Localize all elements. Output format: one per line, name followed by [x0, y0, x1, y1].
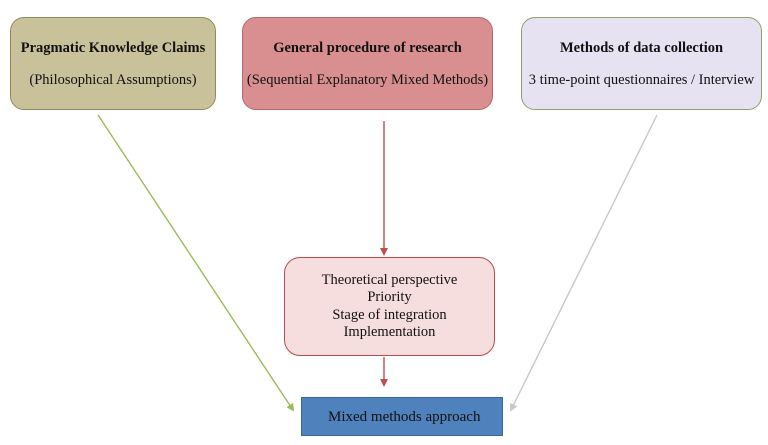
- arrow-pragmatic-to-result: [97, 114, 295, 412]
- procedure-subtitle: (Sequential Explanatory Mixed Methods): [246, 71, 489, 88]
- methods-of-data-collection-box: Methods of data collection 3 time-point …: [521, 17, 762, 110]
- pragmatic-subtitle: (Philosophical Assumptions): [29, 71, 197, 88]
- result-label: Mixed methods approach: [328, 408, 481, 425]
- step-implementation: Implementation: [343, 324, 436, 340]
- step-stage-of-integration: Stage of integration: [332, 306, 447, 323]
- design-considerations-box: Theoretical perspective Priority Stage o…: [284, 257, 495, 356]
- arrow-methods-to-result: [510, 114, 658, 412]
- mixed-methods-approach-box: Mixed methods approach: [301, 397, 503, 436]
- step-priority: Priority: [367, 289, 412, 305]
- methods-title: Methods of data collection: [559, 39, 724, 56]
- step-theoretical-perspective: Theoretical perspective: [321, 271, 458, 288]
- methods-subtitle: 3 time-point questionnaires / Interview: [528, 71, 755, 88]
- pragmatic-title: Pragmatic Knowledge Claims: [20, 39, 206, 56]
- pragmatic-knowledge-claims-box: Pragmatic Knowledge Claims (Philosophica…: [10, 17, 216, 110]
- procedure-title: General procedure of research: [273, 39, 462, 56]
- general-procedure-box: General procedure of research (Sequentia…: [242, 17, 493, 110]
